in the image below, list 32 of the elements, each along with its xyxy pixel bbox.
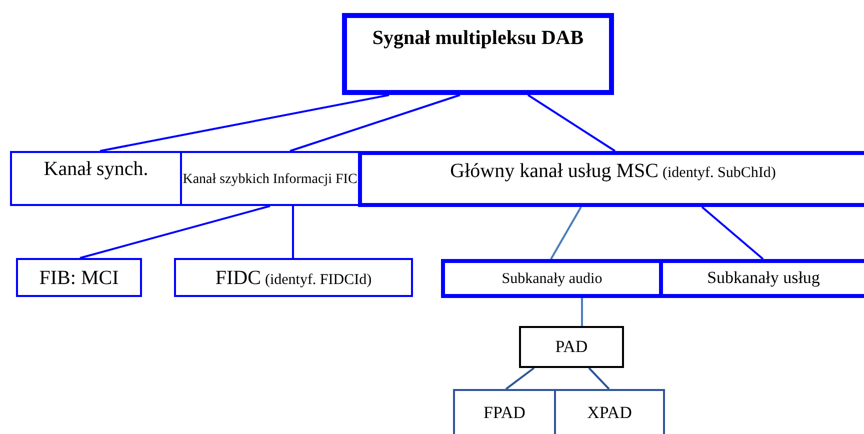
box-label: PAD (555, 336, 588, 356)
box-label: Subkanały audio (502, 270, 602, 287)
process-box (180, 151, 360, 206)
identifier-note: (identyf. FIDCId) (264, 272, 372, 288)
process-box (10, 151, 182, 206)
box-label: Główny kanał usług MSC (450, 160, 658, 182)
connector-line (80, 205, 270, 259)
box-label: FIDC (215, 266, 261, 288)
process-box (358, 151, 864, 207)
connector-line (550, 206, 582, 260)
process-box (16, 258, 142, 297)
box-label: Subkanały usług (707, 268, 820, 288)
box-label: Kanał synch. (44, 158, 148, 180)
connector-line (581, 298, 583, 326)
box-label: FPAD (484, 403, 526, 422)
connector-line (527, 94, 616, 152)
process-box (342, 13, 614, 95)
process-box (554, 389, 665, 434)
box-label: Sygnał multipleksu DAB (372, 27, 584, 49)
connector-line (701, 206, 764, 260)
box-label: Kanał szybkich Informacji FIC (182, 172, 358, 187)
box-label: FIB: MCI (39, 266, 119, 288)
connector-line (292, 206, 294, 258)
connector-line (505, 367, 535, 390)
connector-line (290, 94, 460, 152)
connector-line (588, 367, 610, 390)
process-box (174, 258, 413, 297)
process-box (519, 326, 624, 368)
process-box (453, 389, 556, 434)
box-label: XPAD (587, 403, 632, 422)
connector-line (100, 94, 390, 152)
identifier-note: (identyf. SubChId) (662, 165, 776, 181)
